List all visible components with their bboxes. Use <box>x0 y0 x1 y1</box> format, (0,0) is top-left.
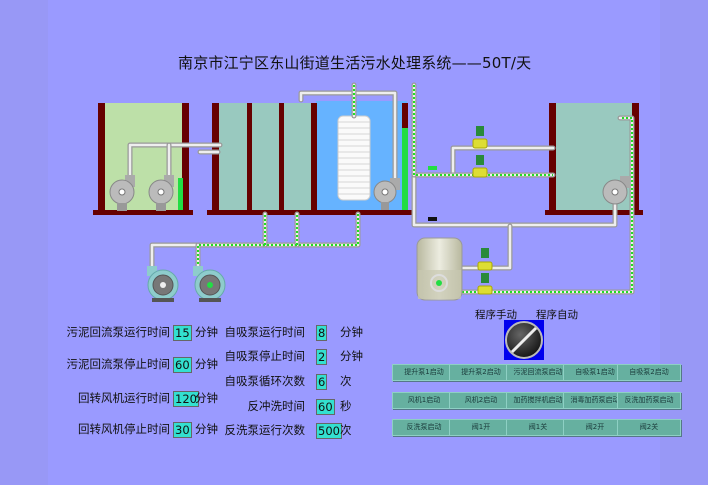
param-unit: 次 <box>340 423 352 437</box>
control-button[interactable]: 风机1启动 <box>392 392 456 409</box>
control-button[interactable]: 污泥回流泵启动 <box>506 364 570 381</box>
lift-pump-1[interactable] <box>109 175 135 211</box>
control-button[interactable]: 加药搅拌机启动 <box>506 392 570 409</box>
param-value-input[interactable]: 60 <box>316 399 335 415</box>
param-value-input[interactable]: 2 <box>316 349 328 365</box>
mode-auto-label: 程序自动 <box>536 309 578 321</box>
regulating-tank <box>93 103 193 215</box>
param-value-input[interactable]: 30 <box>173 422 192 438</box>
param-value-input[interactable]: 60 <box>173 357 192 373</box>
background-edge-left <box>0 0 48 485</box>
param-unit: 分钟 <box>195 391 218 405</box>
dosing-tank <box>416 237 463 301</box>
check-valve-indicator <box>428 217 437 221</box>
param-label: 自吸泵循环次数 <box>224 374 306 388</box>
param-value-input[interactable]: 15 <box>173 325 192 341</box>
control-button[interactable]: 阀2开 <box>563 419 627 436</box>
param-label: 污泥回流泵运行时间 <box>66 325 171 339</box>
param-unit: 分钟 <box>195 325 218 339</box>
control-button[interactable]: 反洗泵启动 <box>392 419 456 436</box>
control-button[interactable]: 提升泵2启动 <box>449 364 513 381</box>
param-label: 自吸泵运行时间 <box>224 325 306 339</box>
param-unit: 分钟 <box>195 357 218 371</box>
control-button[interactable]: 阀2关 <box>617 419 681 436</box>
tank1-level-bar <box>178 178 183 210</box>
param-unit: 分钟 <box>340 325 363 339</box>
param-value-input[interactable]: 120 <box>173 391 199 407</box>
param-label: 回转风机运行时间 <box>78 391 170 405</box>
lift-pump-2[interactable] <box>148 175 174 211</box>
control-button[interactable]: 提升泵1启动 <box>392 364 456 381</box>
param-unit: 次 <box>340 374 352 388</box>
page-title: 南京市江宁区东山街道生活污水处理系统——50T/天 <box>178 54 532 72</box>
param-label: 反冲洗时间 <box>247 399 306 413</box>
param-value-input[interactable]: 500 <box>316 423 342 439</box>
membrane-module <box>337 115 371 201</box>
valve-1[interactable] <box>472 126 488 149</box>
mode-selector-switch[interactable] <box>504 320 544 360</box>
control-button[interactable]: 消毒加药泵启动 <box>563 392 627 409</box>
control-button[interactable]: 风机2启动 <box>449 392 513 409</box>
control-button[interactable]: 反洗加药泵启动 <box>617 392 681 409</box>
param-unit: 秒 <box>340 399 352 413</box>
mode-manual-label: 程序手动 <box>475 309 517 321</box>
valve-2[interactable] <box>472 155 488 178</box>
tank2-level-bar <box>402 128 408 210</box>
control-button[interactable]: 阀1开 <box>449 419 513 436</box>
flow-indicators <box>197 85 633 293</box>
param-label: 反洗泵运行次数 <box>224 423 306 437</box>
param-label: 回转风机停止时间 <box>78 422 170 436</box>
param-unit: 分钟 <box>195 422 218 436</box>
blower-1[interactable] <box>147 266 179 302</box>
param-label: 自吸泵停止时间 <box>224 349 306 363</box>
blower-2[interactable] <box>193 266 226 302</box>
param-label: 污泥回流泵停止时间 <box>66 357 171 371</box>
control-button[interactable]: 阀1关 <box>506 419 570 436</box>
flow-switch-indicator <box>428 166 437 170</box>
valve-4[interactable] <box>477 273 493 295</box>
param-value-input[interactable]: 6 <box>316 374 328 390</box>
param-value-input[interactable]: 8 <box>316 325 328 341</box>
valve-3[interactable] <box>477 248 493 271</box>
self-priming-pump-1[interactable] <box>373 178 400 210</box>
param-unit: 分钟 <box>340 349 363 363</box>
self-priming-pump-2[interactable] <box>602 176 630 205</box>
control-button[interactable]: 自吸泵2启动 <box>617 364 681 381</box>
